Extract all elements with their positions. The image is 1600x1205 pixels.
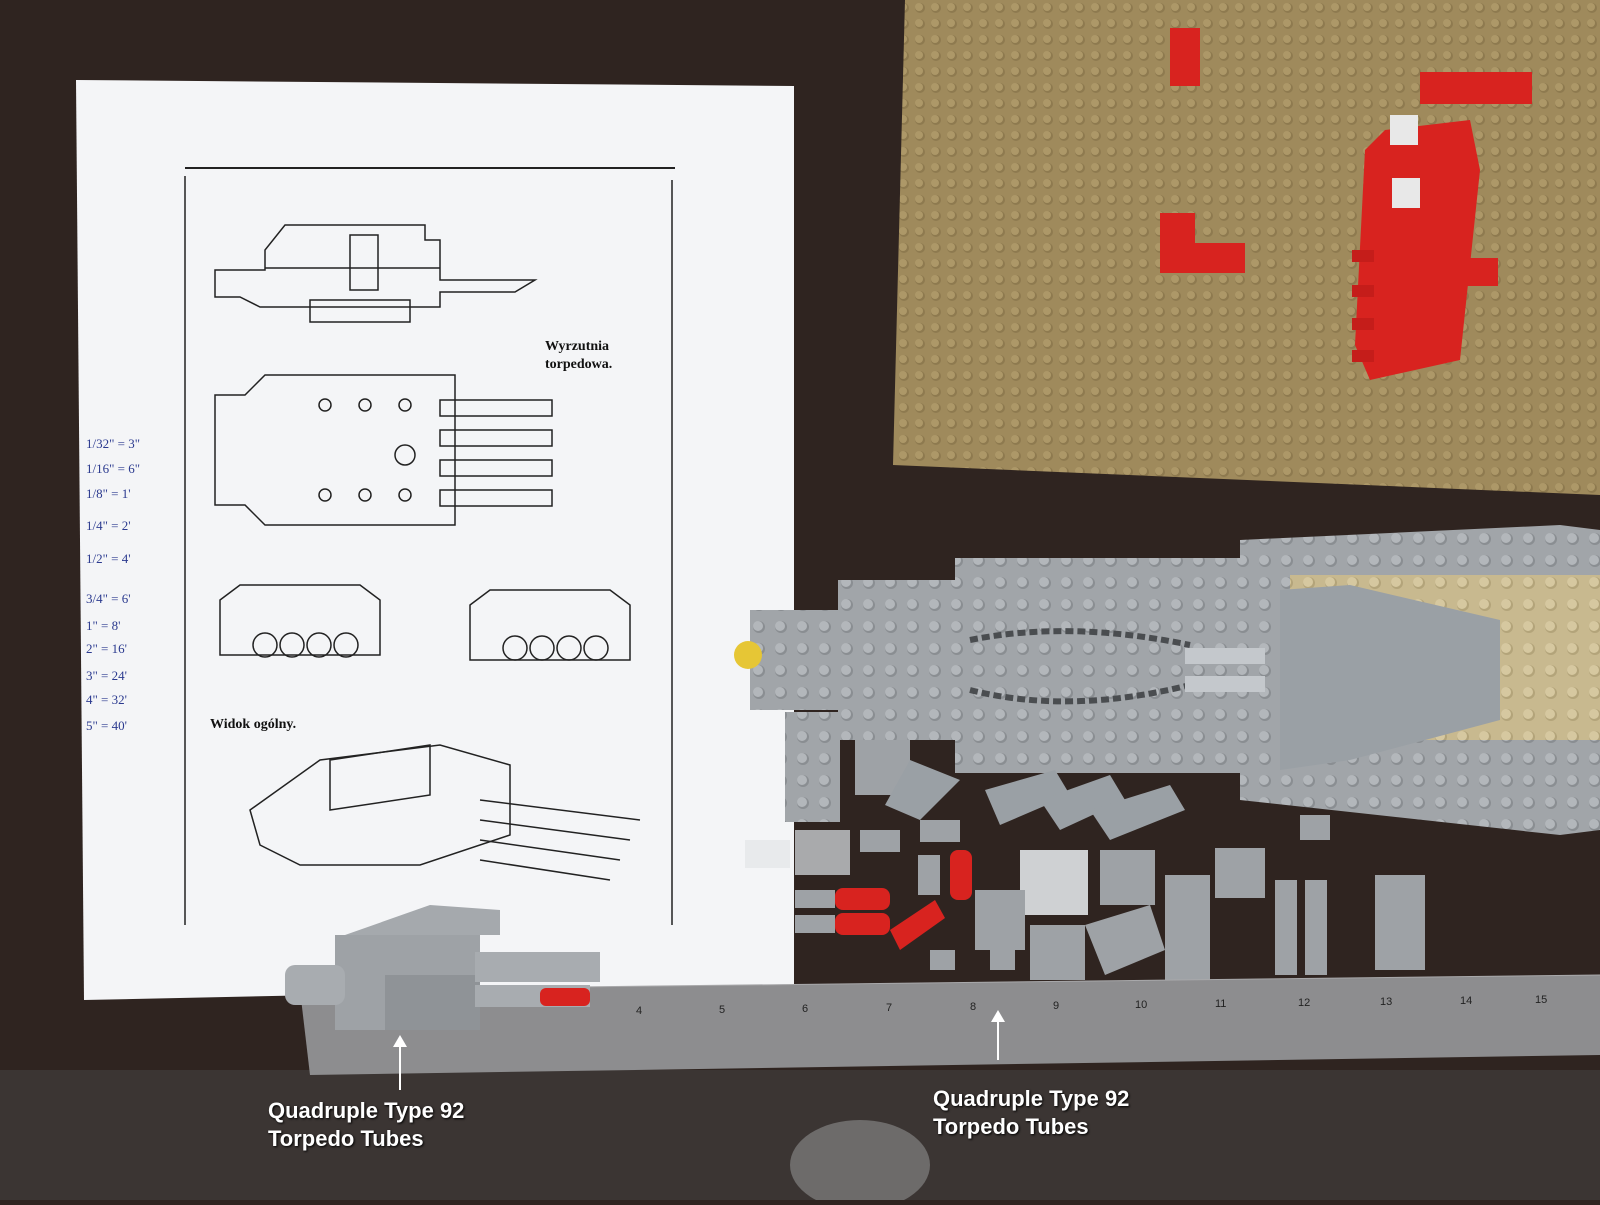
loose-bricks (745, 712, 1425, 985)
ruler-number: 7 (886, 1002, 892, 1014)
annotation-left-line2: Torpedo Tubes (268, 1126, 424, 1151)
ruler-number: 4 (636, 1005, 642, 1017)
tan-baseplate (893, 0, 1600, 495)
scale-note: 1/8" = 1' (86, 486, 131, 501)
arrow-right (991, 1010, 1005, 1060)
drawing-front-views (219, 584, 631, 661)
scale-note: 5" = 40' (86, 718, 127, 733)
drawing-side-view (214, 224, 538, 323)
scale-note: 3/4" = 6' (86, 591, 131, 606)
annotation-left-line1: Quadruple Type 92 (268, 1098, 465, 1123)
ruler-number: 14 (1460, 995, 1472, 1007)
scale-note: 3" = 24' (86, 668, 127, 683)
scale-note: 1" = 8' (86, 618, 120, 633)
arrow-left (393, 1035, 407, 1090)
ruler-number: 11 (1215, 998, 1226, 1010)
annotation-left: Quadruple Type 92 Torpedo Tubes (268, 1097, 464, 1153)
scale-notes: 1/32" = 3" 1/16" = 6" 1/8" = 1' 1/4" = 2… (86, 436, 140, 733)
scale-note: 1/32" = 3" (86, 436, 140, 451)
scale-note: 1/2" = 4' (86, 551, 131, 566)
scale-note: 1/4" = 2' (86, 518, 131, 533)
drawing-perspective-view (249, 744, 641, 881)
ruler-number: 13 (1380, 996, 1392, 1008)
scale-note: 1/16" = 6" (86, 461, 140, 476)
caption-launcher-2: torpedowa. (545, 357, 612, 372)
caption-launcher-1: Wyrzutnia (545, 339, 609, 354)
ruler-number: 10 (1135, 999, 1147, 1011)
annotation-right-line2: Torpedo Tubes (933, 1114, 1089, 1139)
paper-sheet: Wyrzutnia torpedowa. Widok ogólny. 1/32"… (76, 80, 794, 1000)
grey-hull-build (734, 525, 1600, 835)
annotation-right: Quadruple Type 92 Torpedo Tubes (933, 1085, 1129, 1141)
drawing-top-view (214, 374, 553, 526)
scale-note: 4" = 32' (86, 692, 127, 707)
torpedo-tube-model (285, 905, 600, 1030)
ruler-number: 12 (1298, 997, 1310, 1009)
annotation-right-line1: Quadruple Type 92 (933, 1086, 1130, 1111)
scale-note: 2" = 16' (86, 641, 127, 656)
ruler-number: 6 (802, 1003, 808, 1015)
caption-general-view: Widok ogólny. (210, 717, 296, 732)
ruler-number: 9 (1053, 1000, 1059, 1012)
shoe (790, 1120, 930, 1205)
ruler-number: 8 (970, 1001, 976, 1013)
ruler-number: 15 (1535, 994, 1547, 1006)
ruler-number: 5 (719, 1004, 725, 1016)
steel-ruler: 4 5 6 7 8 9 10 11 12 13 14 15 (300, 974, 1600, 1075)
